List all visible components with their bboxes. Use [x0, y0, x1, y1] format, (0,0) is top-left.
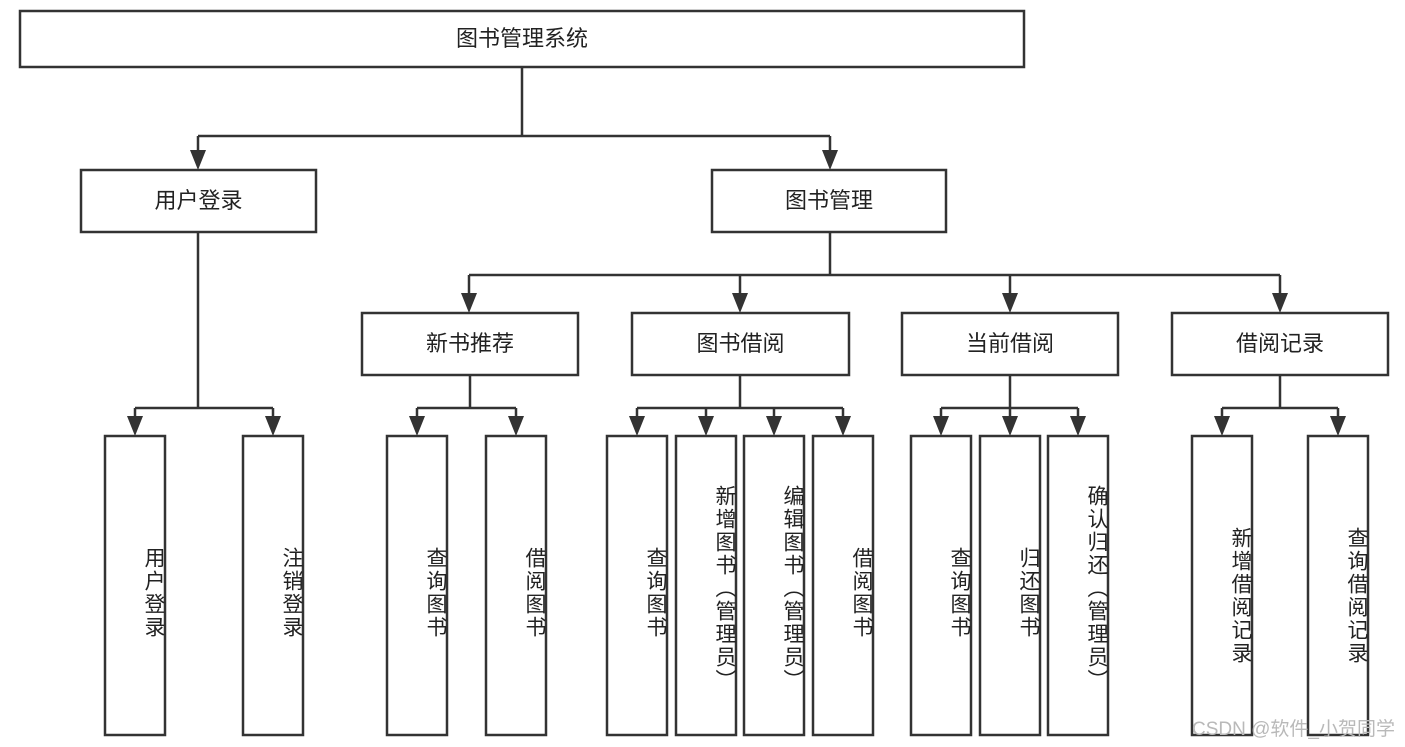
- arrow-root-to-book-mgmt: [822, 150, 838, 170]
- leaf-box-new-book-1[interactable]: [385, 434, 449, 737]
- arrow-book-borrow-leaf-3: [766, 416, 782, 436]
- leaf-box-current-borrow-1[interactable]: [909, 434, 973, 737]
- arrow-current-borrow-leaf-1: [933, 416, 949, 436]
- node-book-borrow-box[interactable]: [630, 311, 851, 377]
- arrow-new-book-leaf-2: [508, 416, 524, 436]
- leaf-box-book-borrow-1[interactable]: [605, 434, 669, 737]
- arrow-borrow-record-leaf-2: [1330, 416, 1346, 436]
- leaf-box-current-borrow-2[interactable]: [978, 434, 1042, 737]
- node-user-login-box[interactable]: [79, 168, 318, 234]
- node-book-management-box[interactable]: [710, 168, 948, 234]
- arrow-current-borrow-leaf-3: [1070, 416, 1086, 436]
- arrow-book-borrow-leaf-4: [835, 416, 851, 436]
- arrow-book-borrow-leaf-1: [629, 416, 645, 436]
- leaf-box-book-borrow-3[interactable]: [742, 434, 806, 737]
- leaf-box-borrow-record-1[interactable]: [1190, 434, 1254, 737]
- arrow-current-borrow-leaf-2: [1002, 416, 1018, 436]
- leaf-box-user-login-1[interactable]: [103, 434, 167, 737]
- leaf-box-book-borrow-2[interactable]: [674, 434, 738, 737]
- node-new-book-recommend-box[interactable]: [360, 311, 580, 377]
- node-borrow-record-box[interactable]: [1170, 311, 1390, 377]
- arrow-user-login-leaf-1: [127, 416, 143, 436]
- arrow-book-mgmt-to-borrow: [732, 293, 748, 313]
- leaf-box-borrow-record-2[interactable]: [1306, 434, 1370, 737]
- arrow-new-book-leaf-1: [409, 416, 425, 436]
- node-root-box[interactable]: [18, 9, 1026, 69]
- arrow-book-mgmt-to-record: [1272, 293, 1288, 313]
- leaf-box-new-book-2[interactable]: [484, 434, 548, 737]
- arrow-root-to-user-login: [190, 150, 206, 170]
- arrow-book-mgmt-to-new-book: [461, 293, 477, 313]
- node-current-borrow-box[interactable]: [900, 311, 1120, 377]
- arrow-borrow-record-leaf-1: [1214, 416, 1230, 436]
- leaf-box-current-borrow-3[interactable]: [1046, 434, 1110, 737]
- arrow-user-login-leaf-2: [265, 416, 281, 436]
- arrow-book-mgmt-to-current: [1002, 293, 1018, 313]
- leaf-box-book-borrow-4[interactable]: [811, 434, 875, 737]
- arrow-book-borrow-leaf-2: [698, 416, 714, 436]
- leaf-box-user-login-2[interactable]: [241, 434, 305, 737]
